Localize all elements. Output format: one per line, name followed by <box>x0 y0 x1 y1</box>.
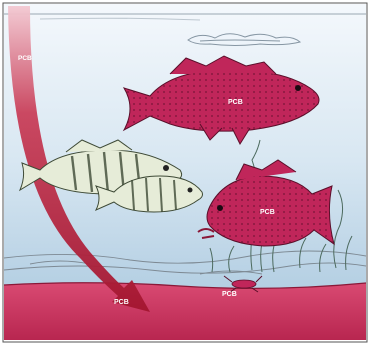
water-body <box>4 4 366 289</box>
fish-bottom-pcb-label: PCB <box>260 209 275 216</box>
fish-top-pcb-label: PCB <box>228 99 243 106</box>
sediment-pcb-label-left: PCB <box>114 299 129 306</box>
sediment-layer <box>4 283 366 340</box>
arrow-pcb-label: PCB <box>18 55 32 62</box>
sediment-pcb-label-right: PCB <box>222 291 237 298</box>
